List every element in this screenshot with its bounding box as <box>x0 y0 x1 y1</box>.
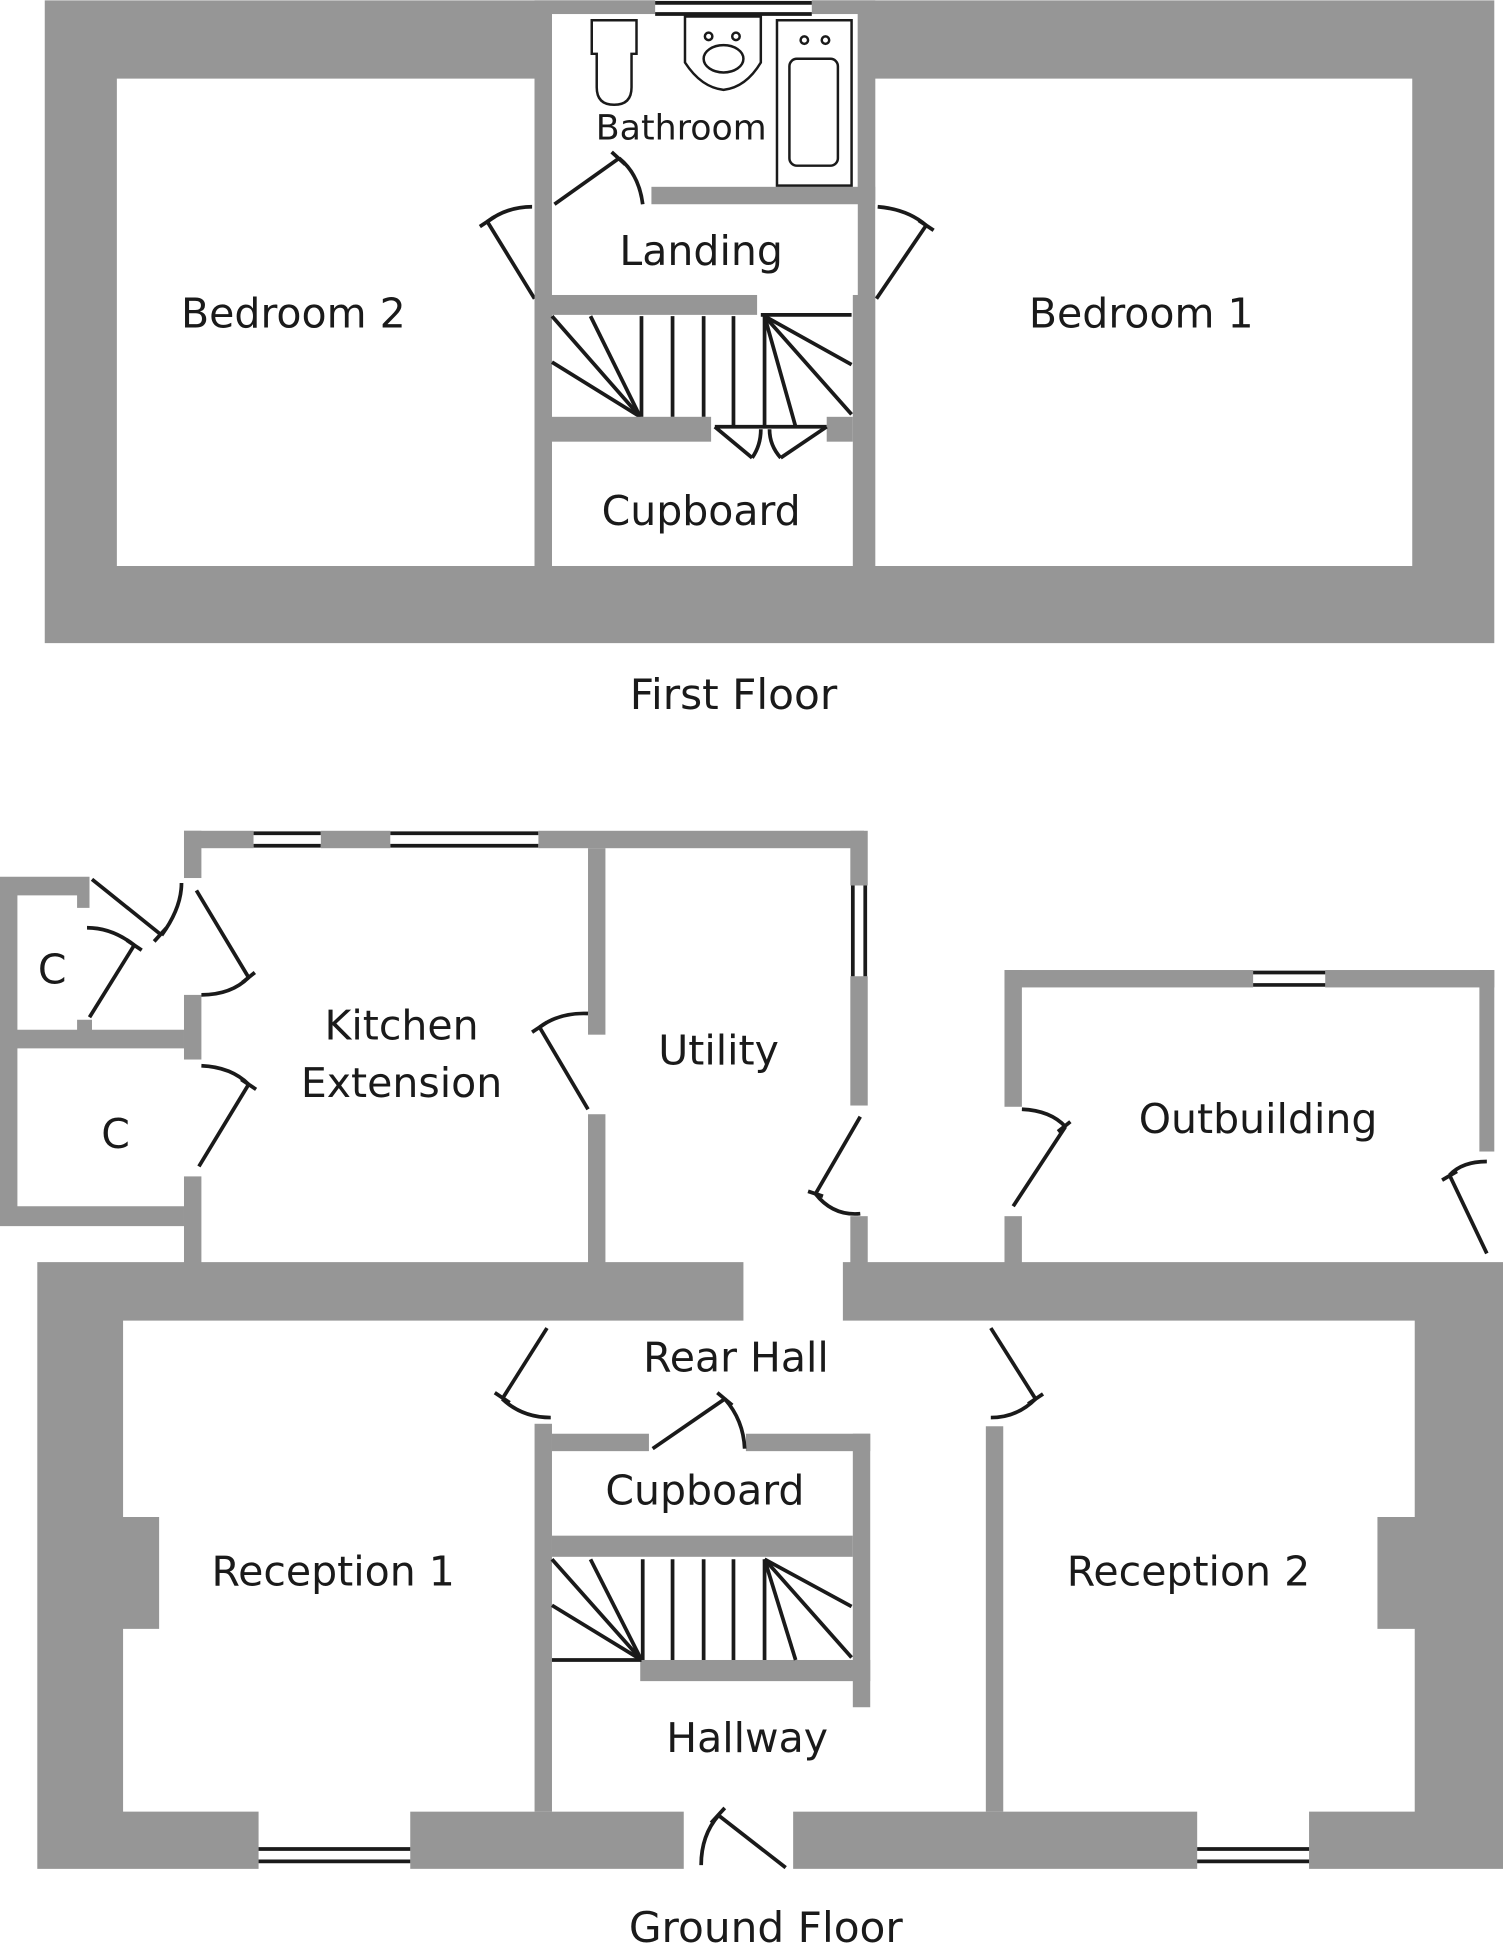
first-floor-title: First Floor <box>630 670 838 719</box>
bathroom-door[interactable] <box>553 150 645 206</box>
utility-window <box>850 885 868 977</box>
kitchen-window-1 <box>253 830 321 849</box>
reception-2-label: Reception 2 <box>1067 1547 1310 1595</box>
bathroom-label: Bathroom <box>596 109 767 149</box>
reception-1-door[interactable] <box>493 1327 551 1420</box>
utility-label: Utility <box>658 1027 779 1075</box>
store-c-lower-label: C <box>101 1110 130 1158</box>
bathroom-right-wall <box>857 14 876 201</box>
bedroom-1-door[interactable] <box>874 204 935 300</box>
hallway-label: Hallway <box>666 1714 828 1762</box>
toilet-icon <box>590 18 638 107</box>
bathroom-window <box>655 0 812 16</box>
outbuilding-window <box>1253 970 1326 987</box>
ground-cupboard-label: Cupboard <box>605 1467 804 1515</box>
ground-floor: C C Kitchen Extension Utility Outbuildin… <box>0 830 1503 1950</box>
first-floor-staircase <box>550 313 853 429</box>
kitchen-utility-door[interactable] <box>531 1011 590 1111</box>
ground-floor-staircase <box>550 1557 853 1662</box>
ground-cupboard-door[interactable] <box>651 1391 747 1451</box>
stair-top-wall <box>534 294 552 566</box>
reception-1-label: Reception 1 <box>211 1547 454 1595</box>
bathroom-bottom-wall <box>651 186 876 205</box>
ground-floor-outer-walls <box>37 1262 744 1869</box>
basin-icon <box>683 15 763 92</box>
ground-floor-title: Ground Floor <box>629 1903 904 1950</box>
rear-hall-label: Rear Hall <box>643 1334 829 1382</box>
first-floor-cupboard-label: Cupboard <box>602 487 801 535</box>
bedroom-1-label: Bedroom 1 <box>1029 289 1254 337</box>
utility-back-door[interactable] <box>807 1115 862 1216</box>
bathroom-left-wall <box>534 14 552 201</box>
outbuilding-side-door[interactable] <box>1441 1159 1489 1255</box>
store-lower-door[interactable] <box>197 1063 258 1168</box>
cupboard-door[interactable] <box>713 425 828 460</box>
kitchen-label-line1: Kitchen <box>324 1002 478 1050</box>
first-floor: Bathroom Landing Bedroom 2 Bedroom 1 Cup… <box>44 0 1495 719</box>
reception-2-window <box>1197 1847 1310 1864</box>
reception-2-door[interactable] <box>989 1327 1045 1420</box>
landing-label: Landing <box>619 227 782 275</box>
front-door[interactable] <box>699 1806 787 1870</box>
bedroom-2-label: Bedroom 2 <box>181 289 406 337</box>
kitchen-label-line2: Extension <box>301 1059 502 1107</box>
store-c-upper-label: C <box>38 946 67 994</box>
store-upper-door[interactable] <box>86 925 143 1019</box>
kitchen-side-door[interactable] <box>194 889 257 997</box>
outbuilding-label: Outbuilding <box>1139 1095 1378 1143</box>
outbuilding-door[interactable] <box>1011 1107 1072 1208</box>
bedroom-2-door[interactable] <box>478 204 537 300</box>
bath-icon <box>775 18 853 187</box>
side-passage-door[interactable] <box>90 877 184 943</box>
kitchen-window-2 <box>390 830 539 849</box>
reception-1-window <box>258 1847 411 1864</box>
